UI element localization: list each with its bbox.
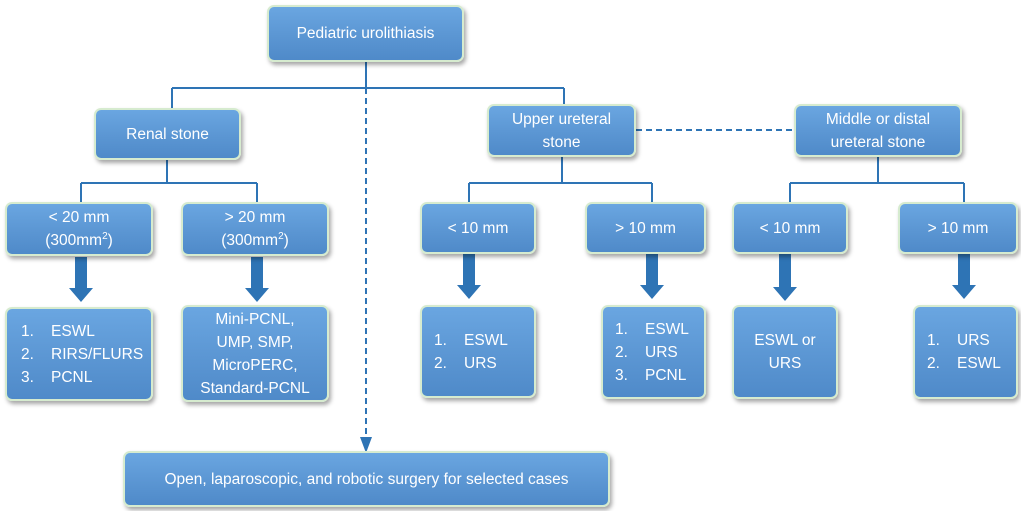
renal-small-node: < 20 mm (300mm2) — [5, 202, 153, 256]
middle-small-label: < 10 mm — [759, 219, 821, 237]
list-item: 1.ESWL — [615, 320, 689, 338]
renal-small-treatment: 1.ESWL 2.RIRS/FLURS 3.PCNL — [5, 307, 153, 401]
list-item: 2.URS — [434, 354, 497, 372]
middle-large-treatment: 1.URS 2.ESWL — [913, 305, 1018, 399]
upper-ureteral-node: Upper ureteral stone — [487, 104, 636, 157]
tree-connectors — [80, 62, 965, 202]
block-arrows — [69, 254, 976, 302]
middle-small-treatment: ESWL or URS — [732, 305, 838, 399]
upper-small-node: < 10 mm — [420, 202, 536, 254]
root-label: Pediatric urolithiasis — [296, 25, 435, 42]
list-item: 3.PCNL — [21, 368, 93, 386]
renal-large-size: > 20 mm — [224, 209, 286, 226]
list-item: 1.URS — [927, 332, 990, 349]
renal-large-area: (300mm2) — [221, 230, 289, 249]
upper-small-treatment: 1.ESWL 2.URS — [420, 305, 536, 398]
list-item: Mini-PCNL, — [215, 310, 295, 328]
middle-ureteral-title-1: Middle or distal — [825, 110, 931, 128]
list-item: 2.RIRS/FLURS — [21, 345, 144, 363]
root-node: Pediatric urolithiasis — [267, 5, 464, 62]
list-item: MicroPERC, — [212, 356, 298, 374]
middle-distal-ureteral-node: Middle or distal ureteral stone — [794, 104, 962, 157]
list-item: ESWL or — [754, 332, 816, 349]
list-item: 1.ESWL — [434, 331, 508, 349]
surgery-label: Open, laparoscopic, and robotic surgery … — [164, 470, 569, 488]
list-item: 1.ESWL — [21, 322, 95, 340]
middle-large-node: > 10 mm — [898, 202, 1018, 254]
upper-ureteral-title-2: stone — [542, 133, 581, 151]
list-item: 2.ESWL — [927, 355, 1001, 372]
middle-large-label: > 10 mm — [927, 219, 989, 237]
list-item: 3.PCNL — [615, 366, 687, 384]
upper-ureteral-title-1: Upper ureteral — [511, 110, 612, 128]
list-item: URS — [768, 355, 802, 372]
list-item: UMP, SMP, — [216, 333, 294, 351]
renal-small-area: (300mm2) — [45, 230, 113, 249]
middle-small-node: < 10 mm — [732, 202, 848, 254]
list-item: 2.URS — [615, 343, 678, 361]
upper-large-node: > 10 mm — [585, 202, 706, 254]
renal-large-node: > 20 mm (300mm2) — [181, 202, 329, 256]
upper-large-treatment: 1.ESWL 2.URS 3.PCNL — [601, 305, 706, 399]
list-item: Standard-PCNL — [200, 379, 310, 397]
middle-ureteral-title-2: ureteral stone — [830, 133, 926, 151]
renal-stone-label: Renal stone — [126, 125, 209, 143]
renal-stone-node: Renal stone — [94, 108, 241, 160]
upper-small-label: < 10 mm — [447, 219, 509, 237]
surgery-node: Open, laparoscopic, and robotic surgery … — [123, 451, 610, 507]
upper-large-label: > 10 mm — [615, 219, 676, 237]
renal-small-size: < 20 mm — [48, 209, 110, 226]
renal-large-treatment: Mini-PCNL, UMP, SMP, MicroPERC, Standard… — [181, 305, 329, 402]
